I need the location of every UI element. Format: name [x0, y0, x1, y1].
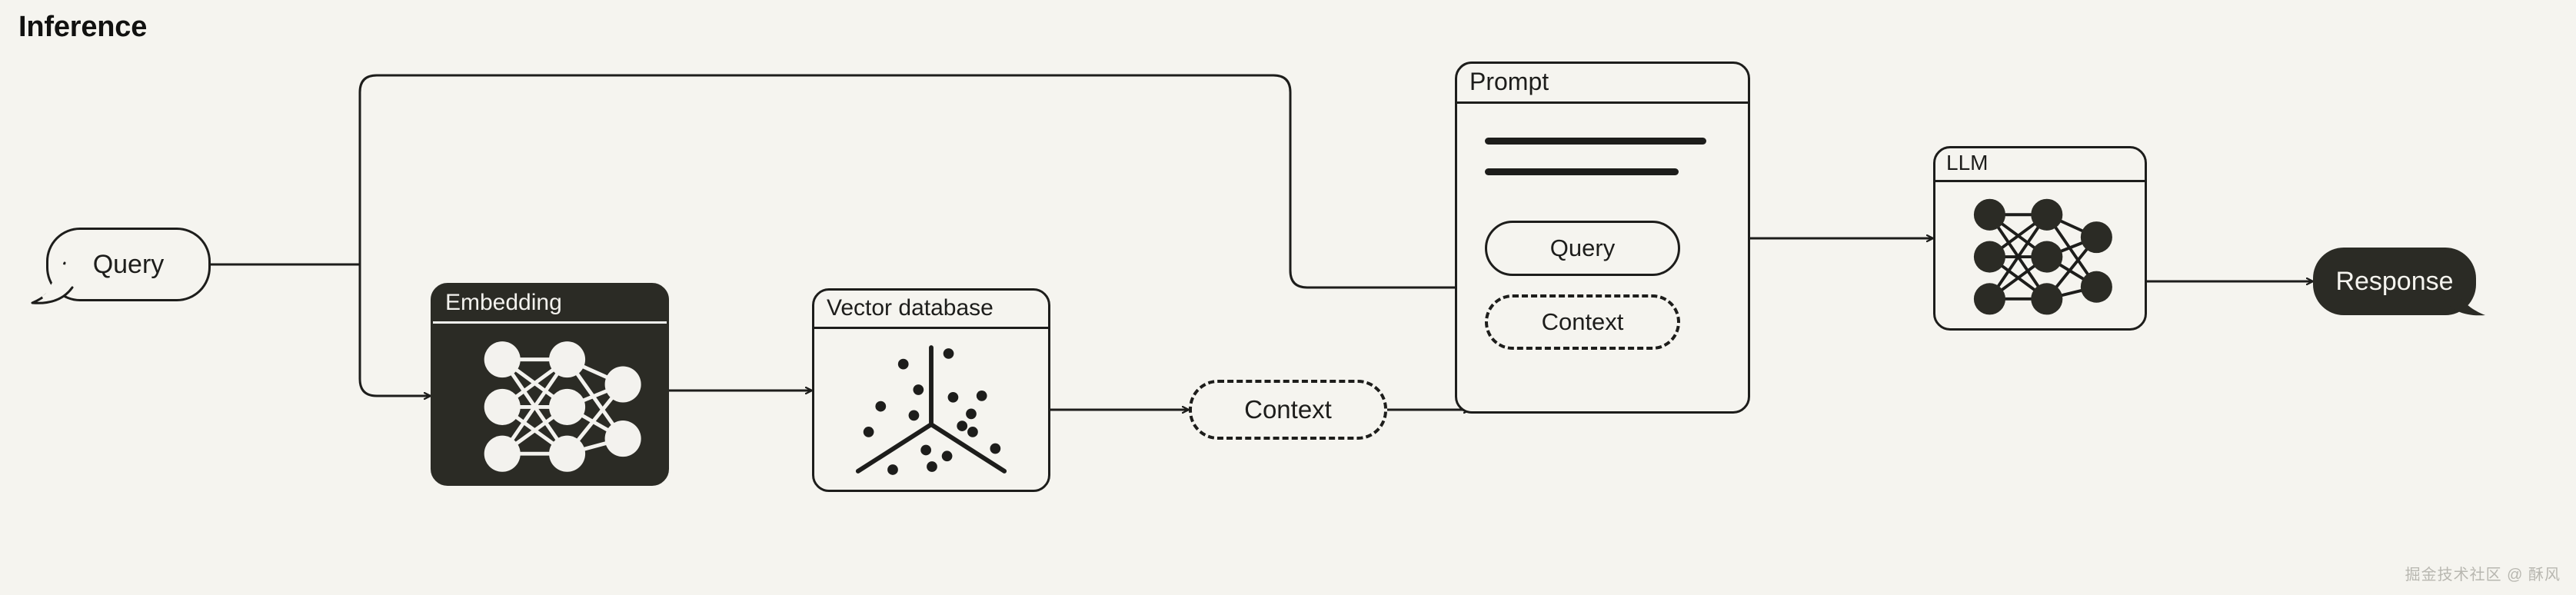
page-title: Inference: [18, 11, 148, 43]
prompt-slot-query[interactable]: Query: [1485, 221, 1680, 277]
vector-database-label: Vector database: [814, 291, 1048, 329]
prompt-text-line: [1485, 138, 1706, 145]
context-label: Context: [1244, 395, 1332, 424]
query-bubble-tail-icon: [31, 261, 74, 304]
prompt-slot-query-label: Query: [1549, 234, 1616, 262]
embedding-node[interactable]: Embedding: [431, 283, 669, 486]
query-bubble-label: Query: [92, 249, 165, 279]
edge-query-to-embedding: [358, 263, 432, 396]
context-node[interactable]: Context: [1189, 380, 1387, 440]
prompt-slot-context-label: Context: [1541, 308, 1624, 336]
prompt-node[interactable]: Prompt Query Context: [1455, 61, 1750, 414]
embedding-label: Embedding: [433, 285, 667, 324]
prompt-slot-context[interactable]: Context: [1485, 294, 1680, 351]
llm-node[interactable]: LLM: [1933, 146, 2147, 331]
llm-label: LLM: [1935, 148, 2145, 182]
embedding-body: [433, 324, 667, 484]
prompt-text-line: [1485, 168, 1679, 176]
vector-database-body: [814, 329, 1048, 490]
vector-space-axes-icon: [855, 345, 1007, 475]
response-bubble-node[interactable]: Response: [2313, 248, 2485, 316]
response-bubble-label: Response: [2335, 266, 2454, 296]
query-bubble-shape: [46, 228, 211, 301]
neural-network-icon: [484, 341, 641, 472]
response-bubble-tail-icon: [2444, 277, 2485, 316]
edge-query-bypass-to-prompt: [358, 74, 1472, 288]
vector-database-node[interactable]: Vector database: [812, 288, 1050, 492]
prompt-label: Prompt: [1457, 64, 1748, 105]
neural-network-icon: [1973, 198, 2112, 315]
watermark: 掘金技术社区 @ 酥风: [2405, 567, 2561, 583]
llm-body: [1935, 182, 2145, 328]
prompt-body: Query Context: [1457, 104, 1748, 411]
query-bubble-node[interactable]: Query: [31, 228, 211, 304]
